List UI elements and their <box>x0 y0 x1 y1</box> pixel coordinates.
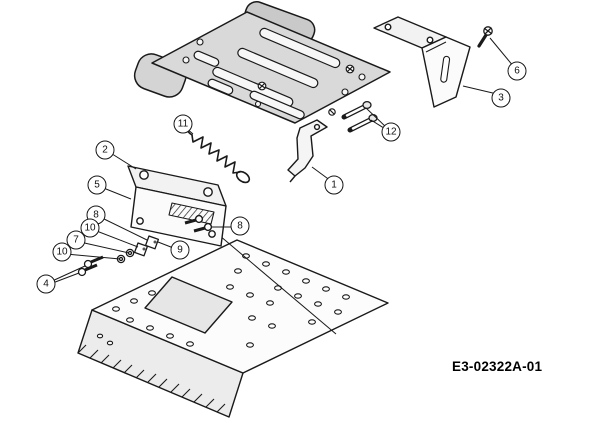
seat-plate-holes <box>182 38 366 108</box>
callout-number: 2 <box>102 144 108 155</box>
pivot-bracket <box>287 119 328 183</box>
callout-10: 10 <box>80 218 100 238</box>
callout-number: 10 <box>56 246 68 257</box>
callout-number: 12 <box>385 126 397 137</box>
flange-screw <box>477 26 493 48</box>
alignment-line <box>212 229 337 335</box>
callout-number: 9 <box>177 244 183 255</box>
callout-number: 6 <box>514 65 520 76</box>
callout-number: 1 <box>331 179 337 190</box>
callout-number: 11 <box>177 118 189 129</box>
base-frame <box>77 239 389 418</box>
callout-5: 5 <box>87 175 107 195</box>
callout-number: 4 <box>43 278 49 289</box>
seat-plate <box>133 1 391 124</box>
callout-1: 1 <box>324 175 344 195</box>
seat-plate-screws <box>257 64 355 116</box>
callout-number: 8 <box>93 209 99 220</box>
callout-number: 10 <box>84 222 96 233</box>
callout-number: 7 <box>73 234 79 245</box>
lower-seat-bracket <box>127 165 227 247</box>
seat-plate-slots <box>193 27 341 120</box>
callout-10b: 10 <box>52 242 72 262</box>
leader-lines <box>49 37 515 285</box>
callout-number: 3 <box>498 92 504 103</box>
callout-11: 11 <box>173 114 193 134</box>
base-holes <box>96 253 350 348</box>
base-cutout <box>144 276 233 334</box>
shoulder-bolts <box>341 100 378 133</box>
callout-3: 3 <box>491 88 511 108</box>
base-top-face <box>91 239 389 374</box>
callout-9: 9 <box>170 240 190 260</box>
callout-number: 8 <box>237 220 243 231</box>
callout-12: 12 <box>381 122 401 142</box>
callout-7: 7 <box>66 230 86 250</box>
mounting-bolts <box>77 255 104 277</box>
callout-4: 4 <box>36 274 56 294</box>
bracket-screws <box>184 214 213 233</box>
hardware-cluster <box>116 235 160 264</box>
callout-6: 6 <box>507 61 527 81</box>
callout-8b: 8 <box>230 216 250 236</box>
callout-2: 2 <box>95 140 115 160</box>
callout-number: 5 <box>94 179 100 190</box>
rear-support-bracket <box>373 16 471 108</box>
tension-spring <box>184 125 251 184</box>
skirt-hatch-ticks <box>77 344 226 413</box>
diagram-code: E3-02322A-01 <box>452 359 543 374</box>
